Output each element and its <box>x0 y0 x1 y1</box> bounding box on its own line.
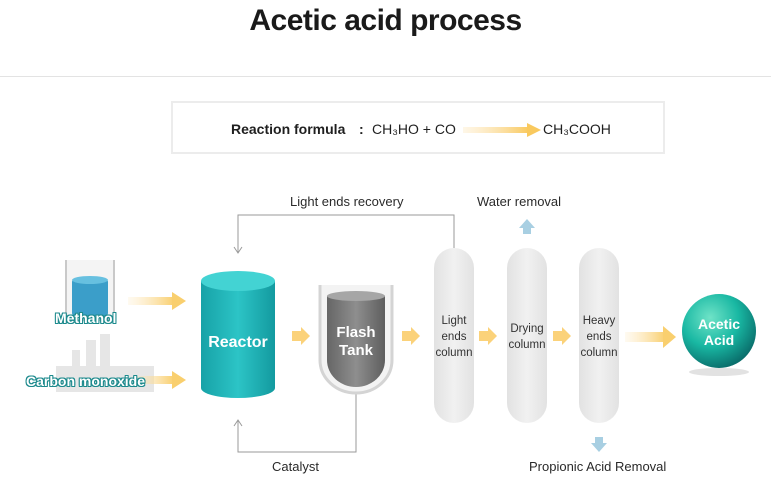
flash-tank-label-line1: Flash <box>336 324 376 341</box>
drying-column-label: Drying column <box>497 321 557 353</box>
flash-tank-vessel <box>318 285 394 395</box>
heavy-ends-column-label-line3: column <box>580 347 618 359</box>
product-arrow-icon <box>625 326 676 348</box>
light-ends-recovery-label: Light ends recovery <box>290 194 404 209</box>
heavy-ends-column-label: Heavy ends column <box>569 313 629 361</box>
light-ends-column-label-line3: column <box>435 347 473 359</box>
flow-arrow-icon <box>402 327 420 345</box>
title-divider <box>0 76 771 77</box>
formula-separator: : <box>359 121 364 137</box>
flow-arrow-icon <box>479 327 497 345</box>
page-title: Acetic acid process <box>249 4 522 37</box>
propionic-acid-removal-label: Propionic Acid Removal <box>529 459 667 474</box>
flow-arrow-icon <box>292 327 310 345</box>
methanol-beaker-icon <box>65 260 115 321</box>
heavy-ends-column-vessel <box>579 248 619 423</box>
flow-arrow-icon <box>553 327 571 345</box>
flash-tank-label: Flash Tank <box>320 324 392 360</box>
light-ends-recovery-line <box>237 214 455 253</box>
catalyst-arrowhead-icon <box>233 419 243 427</box>
acetic-acid-shadow <box>689 368 749 376</box>
carbon-monoxide-label: Carbon monoxide <box>26 373 146 389</box>
reaction-formula-box: Reaction formula : CH₃HO + CO CH₃COOH <box>171 101 665 154</box>
water-removal-arrow-icon <box>519 219 535 234</box>
formula-arrow-icon <box>463 123 541 137</box>
formula-reactants: CH₃HO + CO <box>372 121 456 137</box>
propionic-removal-arrow-icon <box>591 437 607 452</box>
catalyst-line <box>237 393 357 453</box>
light-ends-column-label-line2: ends <box>441 331 467 343</box>
drying-column-label-line2: column <box>508 339 546 351</box>
acetic-acid-sphere <box>682 294 756 368</box>
acetic-acid-label-line2: Acid <box>703 332 735 348</box>
acetic-acid-label: Acetic Acid <box>682 316 756 348</box>
reactor-vessel <box>201 271 275 398</box>
light-ends-column-label: Light ends column <box>424 313 484 361</box>
formula-product: CH₃COOH <box>543 121 611 137</box>
light-ends-recovery-arrowhead-icon <box>233 246 243 254</box>
light-ends-column-label-line1: Light <box>441 315 467 327</box>
drying-column-label-line1: Drying <box>510 323 544 335</box>
flash-tank-label-line2: Tank <box>339 342 373 359</box>
drying-column-vessel <box>507 248 547 423</box>
acetic-acid-label-line1: Acetic <box>697 316 741 332</box>
light-ends-column-vessel <box>434 248 474 423</box>
reactor-label: Reactor <box>208 334 268 351</box>
catalyst-label: Catalyst <box>272 459 319 474</box>
formula-label: Reaction formula <box>231 121 346 137</box>
heavy-ends-column-label-line1: Heavy <box>582 315 616 327</box>
water-removal-label: Water removal <box>477 194 562 209</box>
methanol-feed-arrow-icon <box>128 292 186 310</box>
methanol-label: Methanol <box>55 310 117 326</box>
carbon-monoxide-feed-arrow-icon <box>134 371 186 389</box>
heavy-ends-column-label-line2: ends <box>586 331 612 343</box>
